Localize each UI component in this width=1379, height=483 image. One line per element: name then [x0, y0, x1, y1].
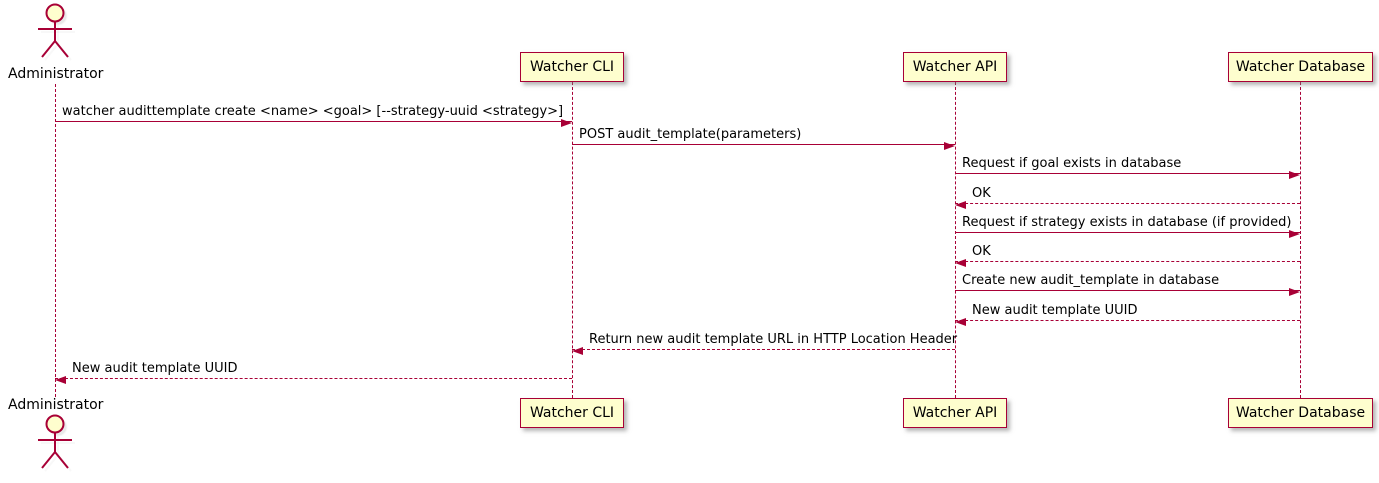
message-create-audit-template-db: Create new audit_template in database — [955, 271, 1300, 296]
arrowhead-icon — [1289, 230, 1300, 238]
message-new-uuid-to-admin: New audit template UUID — [55, 359, 572, 384]
lifeline-administrator — [55, 84, 56, 397]
arrowhead-icon — [55, 376, 66, 384]
participant-label: Watcher CLI — [529, 405, 615, 421]
message-create-audittemplate: watcher audittemplate create <name> <goa… — [55, 102, 572, 127]
actor-label-bottom: Administrator — [8, 397, 104, 413]
message-label: Create new audit_template in database — [962, 273, 1220, 288]
lifeline-watcher-database — [1300, 82, 1301, 398]
participant-label: Watcher API — [912, 405, 998, 421]
message-return-url-location-header: Return new audit template URL in HTTP Lo… — [572, 330, 958, 355]
arrowhead-icon — [955, 259, 966, 267]
message-line — [955, 320, 1300, 321]
participant-label: Watcher Database — [1235, 59, 1366, 75]
message-label: New audit template UUID — [972, 303, 1138, 318]
participant-label: Watcher CLI — [529, 59, 615, 75]
actor-label-top: Administrator — [8, 66, 104, 82]
message-label: watcher audittemplate create <name> <goa… — [62, 104, 564, 119]
message-line — [955, 261, 1300, 262]
message-label: OK — [972, 186, 991, 201]
message-request-goal-exists: Request if goal exists in database — [955, 154, 1300, 179]
participant-watcher-cli-bottom: Watcher CLI — [520, 398, 624, 428]
arrowhead-icon — [944, 142, 955, 150]
message-line — [955, 203, 1300, 204]
message-line — [572, 144, 955, 145]
message-label: Return new audit template URL in HTTP Lo… — [589, 332, 958, 347]
message-ok-strategy: OK — [955, 242, 1300, 267]
participant-watcher-cli-top: Watcher CLI — [520, 52, 624, 82]
message-label: Request if goal exists in database — [962, 156, 1182, 171]
participant-watcher-api-top: Watcher API — [903, 52, 1007, 82]
message-label: New audit template UUID — [72, 361, 238, 376]
participant-label: Watcher API — [912, 59, 998, 75]
participant-watcher-database-bottom: Watcher Database — [1228, 398, 1373, 428]
actor-icon — [38, 414, 75, 472]
message-line — [55, 378, 572, 379]
arrowhead-icon — [1289, 171, 1300, 179]
lifeline-watcher-cli — [572, 82, 573, 398]
message-post-audit-template: POST audit_template(parameters) — [572, 125, 955, 150]
message-line — [572, 349, 955, 350]
message-ok-goal: OK — [955, 184, 1300, 209]
message-label: Request if strategy exists in database (… — [962, 215, 1292, 230]
message-label: POST audit_template(parameters) — [579, 127, 802, 142]
arrowhead-icon — [955, 318, 966, 326]
arrowhead-icon — [561, 119, 572, 127]
participant-label: Watcher Database — [1235, 405, 1366, 421]
message-line — [955, 232, 1300, 233]
message-line — [955, 173, 1300, 174]
message-request-strategy-exists: Request if strategy exists in database (… — [955, 213, 1300, 238]
message-line — [955, 290, 1300, 291]
lifeline-watcher-api — [955, 82, 956, 398]
arrowhead-icon — [572, 347, 583, 355]
message-line — [55, 121, 572, 122]
arrowhead-icon — [1289, 288, 1300, 296]
message-label: OK — [972, 244, 991, 259]
participant-watcher-database-top: Watcher Database — [1228, 52, 1373, 82]
message-new-uuid-db: New audit template UUID — [955, 301, 1300, 326]
arrowhead-icon — [955, 201, 966, 209]
actor-icon — [38, 3, 75, 61]
participant-watcher-api-bottom: Watcher API — [903, 398, 1007, 428]
